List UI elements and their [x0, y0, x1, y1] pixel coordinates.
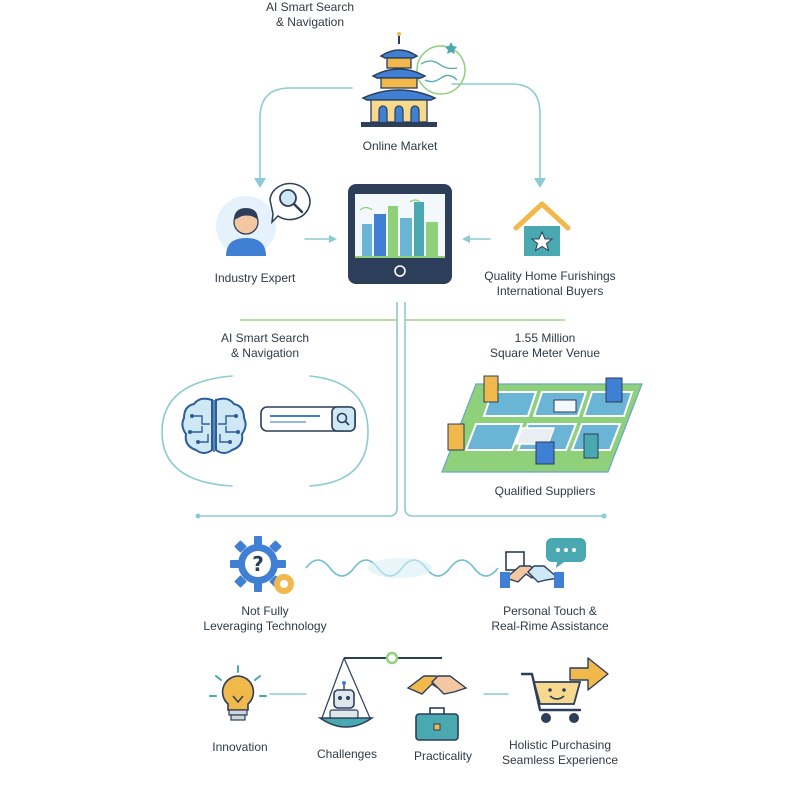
ai-search-panel-line2: & Navigation	[275, 15, 345, 29]
tree-left-dot	[195, 513, 201, 519]
tree-right-branch	[404, 302, 604, 517]
ai-search-top-label: AI Smart Search & Navigation	[200, 331, 330, 361]
venue-label: 1.55 Million Square Meter Venue	[470, 331, 620, 361]
tech-label: Not Fully Leveraging Technology	[190, 604, 340, 634]
house-star-icon	[513, 201, 571, 256]
holistic-line2: Seamless Experience	[501, 753, 619, 767]
buyers-label: Quality Home Furishings International Bu…	[460, 269, 640, 299]
ai-search-panel-label: AI Smart Search & Navigation	[250, 0, 370, 30]
robot-scale-icon	[318, 651, 442, 728]
ai-search-top-line1: AI Smart Search	[220, 331, 310, 345]
brain-icon	[181, 397, 247, 454]
tree-right-dot	[601, 513, 607, 519]
ai-search-top-line2: & Navigation	[230, 346, 300, 360]
personal-line2: Real-Rime Assistance	[491, 619, 609, 633]
personal-label: Personal Touch & Real-Rime Assistance	[470, 604, 630, 634]
gear-question-icon: ?	[230, 536, 294, 594]
arrow-right-head	[534, 178, 546, 188]
handshake-chat-icon	[500, 538, 586, 588]
buyers-line1: Quality Home Furishings	[484, 269, 616, 283]
brain-bracket-right	[309, 375, 369, 487]
challenges-label: Challenges	[316, 747, 378, 761]
innovation-label: Innovation	[212, 740, 268, 754]
online-market-label: Online Market	[362, 139, 438, 153]
tree-left-branch	[198, 302, 398, 517]
handshake-toolbox-icon	[406, 675, 468, 741]
practicality-label: Practicality	[413, 749, 472, 763]
venue-line1: 1.55 Million	[514, 331, 576, 345]
holistic-label: Holistic Purchasing Seamless Experience	[490, 738, 630, 768]
ai-search-panel-line1: AI Smart Search	[265, 0, 355, 14]
tech-line1: Not Fully	[241, 604, 289, 618]
expert-icon	[216, 182, 311, 256]
tech-line2: Leveraging Technology	[203, 619, 327, 633]
brain-bracket-left	[161, 375, 233, 487]
tablet-city-icon	[348, 184, 452, 284]
venue-line2: Square Meter Venue	[489, 346, 601, 360]
arc-right-connector	[451, 83, 541, 183]
venue-map-icon	[441, 375, 643, 473]
arrow-expert-head	[329, 235, 337, 243]
industry-expert-label: Industry Expert	[214, 271, 296, 285]
cart-icon	[520, 657, 609, 723]
suppliers-label: Qualified Suppliers	[494, 484, 596, 498]
arrow-left-head	[254, 178, 266, 188]
arc-left-connector	[259, 87, 353, 183]
pagoda-icon	[361, 32, 466, 127]
search-bar-icon	[260, 406, 356, 432]
arrow-buyers-head	[462, 235, 470, 243]
buyers-line2: International Buyers	[496, 284, 604, 298]
lightbulb-icon	[209, 665, 267, 721]
personal-line1: Personal Touch &	[503, 604, 597, 618]
holistic-line1: Holistic Purchasing	[508, 738, 612, 752]
svg-text:?: ?	[252, 552, 264, 576]
